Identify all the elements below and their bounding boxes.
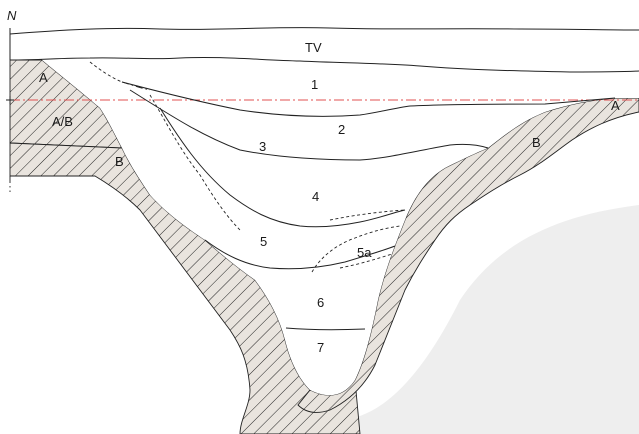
layer-4-base-right (329, 209, 406, 221)
label-layer-2: 2 (338, 122, 345, 137)
label-bedrock-a-left: A (39, 70, 48, 85)
label-tv: TV (305, 40, 322, 55)
layer-6-base (285, 327, 366, 331)
layer-5a-base (339, 253, 393, 269)
label-layer-5a: 5a (357, 245, 372, 260)
layer-1-base (121, 81, 616, 117)
label-layer-3: 3 (259, 139, 266, 154)
label-layer-7: 7 (317, 340, 324, 355)
lower-shading (250, 205, 639, 434)
pit-fill (42, 40, 639, 396)
layer-5a-lens (311, 225, 401, 273)
layer-5-base (204, 239, 396, 270)
layer-3-base (159, 107, 406, 228)
label-layer-6: 6 (317, 295, 324, 310)
surface-line-tv-base (9, 56, 639, 73)
label-bedrock-a-right: A (611, 98, 620, 113)
label-bedrock-b-right: B (532, 135, 541, 150)
label-layer-5: 5 (260, 234, 267, 249)
label-bedrock-ab: A/B (52, 114, 73, 129)
surface-line-top (9, 27, 639, 35)
layer-2-base (129, 89, 489, 161)
label-layer-1: 1 (311, 77, 318, 92)
north-label: N (7, 8, 17, 23)
cut-line-dashed (89, 61, 123, 83)
layer-4-dashed (149, 94, 241, 231)
datum-marker (6, 96, 14, 104)
label-bedrock-b-left: B (115, 154, 124, 169)
label-layer-4: 4 (312, 189, 319, 204)
bedrock-right (297, 97, 639, 413)
